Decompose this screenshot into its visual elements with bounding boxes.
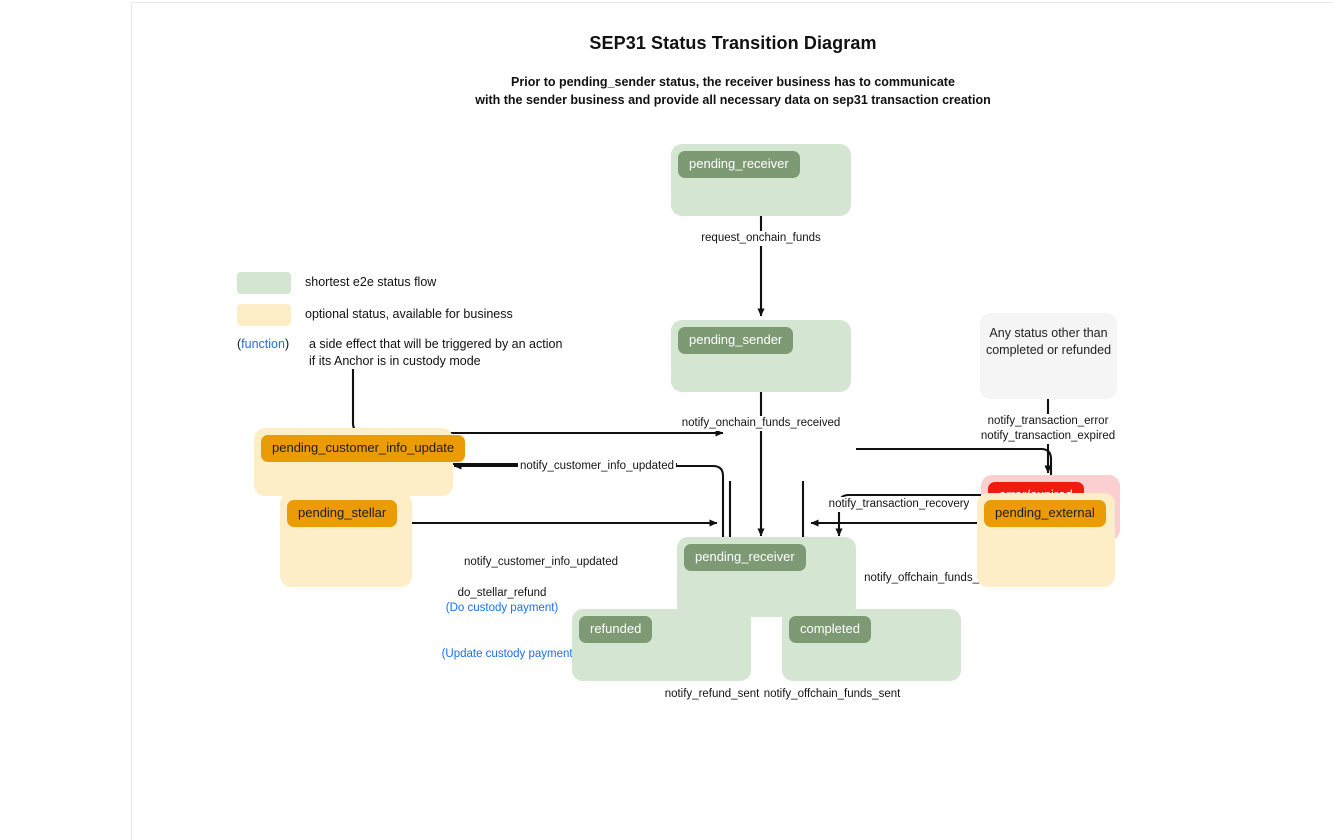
edge-label-notify-customer-info-updated-up: notify_customer_info_updated [517,459,677,474]
edge-label-notify-transaction-recovery: notify_transaction_recovery [826,497,972,512]
legend-swatch-amber [237,304,291,326]
page-title: SEP31 Status Transition Diagram [589,33,877,53]
node-text-line-2: completed or refunded [985,343,1112,357]
node-pending-receiver-mid[interactable]: pending_receiver [677,537,856,617]
edge-label-notify-customer-info-updated-down: notify_customer_info_updated [461,555,621,570]
edge-notify-customer-info-updated-down [351,369,724,437]
node-pending-receiver-top[interactable]: pending_receiver [671,144,851,216]
node-any-status[interactable]: Any status other than completed or refun… [980,313,1117,399]
legend-function-token-wrap: (function) [237,336,289,353]
legend-swatch-green [237,272,291,294]
node-label: pending_external [984,500,1106,527]
legend-function-line-2: if its Anchor is in custody mode [309,354,481,368]
edge-label-do-stellar-refund-text: do_stellar_refund [457,587,547,599]
edge-label-notify-transaction-error: notify_transaction_error notify_transact… [978,414,1118,444]
node-pending-customer-info-update[interactable]: pending_customer_info_update [254,428,466,496]
node-completed[interactable]: completed [782,609,961,681]
subtitle-line-1: Prior to pending_sender status, the rece… [511,75,955,89]
diagram-canvas: SEP31 Status Transition Diagram Prior to… [131,2,1333,840]
edge-label-notify-refund-sent: notify_refund_sent [662,687,762,702]
legend-function-line-1: a side effect that will be triggered by … [309,337,563,351]
legend-label-shortest-flow: shortest e2e status flow [305,275,437,289]
edge-label-do-custody-payment: (Do custody payment) [445,602,559,614]
legend: shortest e2e status flow optional status… [237,268,667,372]
node-label: pending_customer_info_update [261,435,466,462]
node-pending-stellar[interactable]: pending_stellar [280,493,412,587]
node-label: pending_sender [678,327,794,354]
node-label: pending_receiver [684,544,806,571]
node-pending-external[interactable]: pending_external [977,493,1115,587]
legend-item-optional-status: optional status, available for business [237,298,667,332]
legend-close-paren: ) [284,337,290,351]
node-refunded[interactable]: refunded [572,609,751,681]
node-label: pending_receiver [678,151,800,178]
edge-label-update-custody-payment: (Update custody payment) [439,647,579,662]
edge-label-notify-offchain-funds-sent: notify_offchain_funds_sent [761,687,903,702]
legend-item-function-note: (function) a side effect that will be tr… [237,332,667,372]
node-label: refunded [579,616,653,643]
edge-label-line-1: notify_transaction_error [987,415,1109,427]
edge-label-do-stellar-refund: do_stellar_refund (Do custody payment) [443,586,561,616]
legend-item-shortest-flow: shortest e2e status flow [237,268,667,298]
legend-label-optional-status: optional status, available for business [305,307,513,321]
legend-function-token: function [241,337,285,351]
node-text-line-1: Any status other than [989,326,1108,340]
node-pending-sender[interactable]: pending_sender [671,320,851,392]
edge-label-request-onchain-funds: request_onchain_funds [699,231,823,246]
page-subtitle: Prior to pending_sender status, the rece… [132,73,1333,109]
edge-label-line-2: notify_transaction_expired [980,430,1116,442]
legend-open-paren: ( [237,337,242,351]
node-label: completed [789,616,871,643]
edge-label-notify-onchain-funds-received: notify_onchain_funds_received [679,416,843,431]
node-label: pending_stellar [287,500,398,527]
subtitle-line-2: with the sender business and provide all… [475,93,991,107]
node-text: Any status other than completed or refun… [980,325,1117,359]
